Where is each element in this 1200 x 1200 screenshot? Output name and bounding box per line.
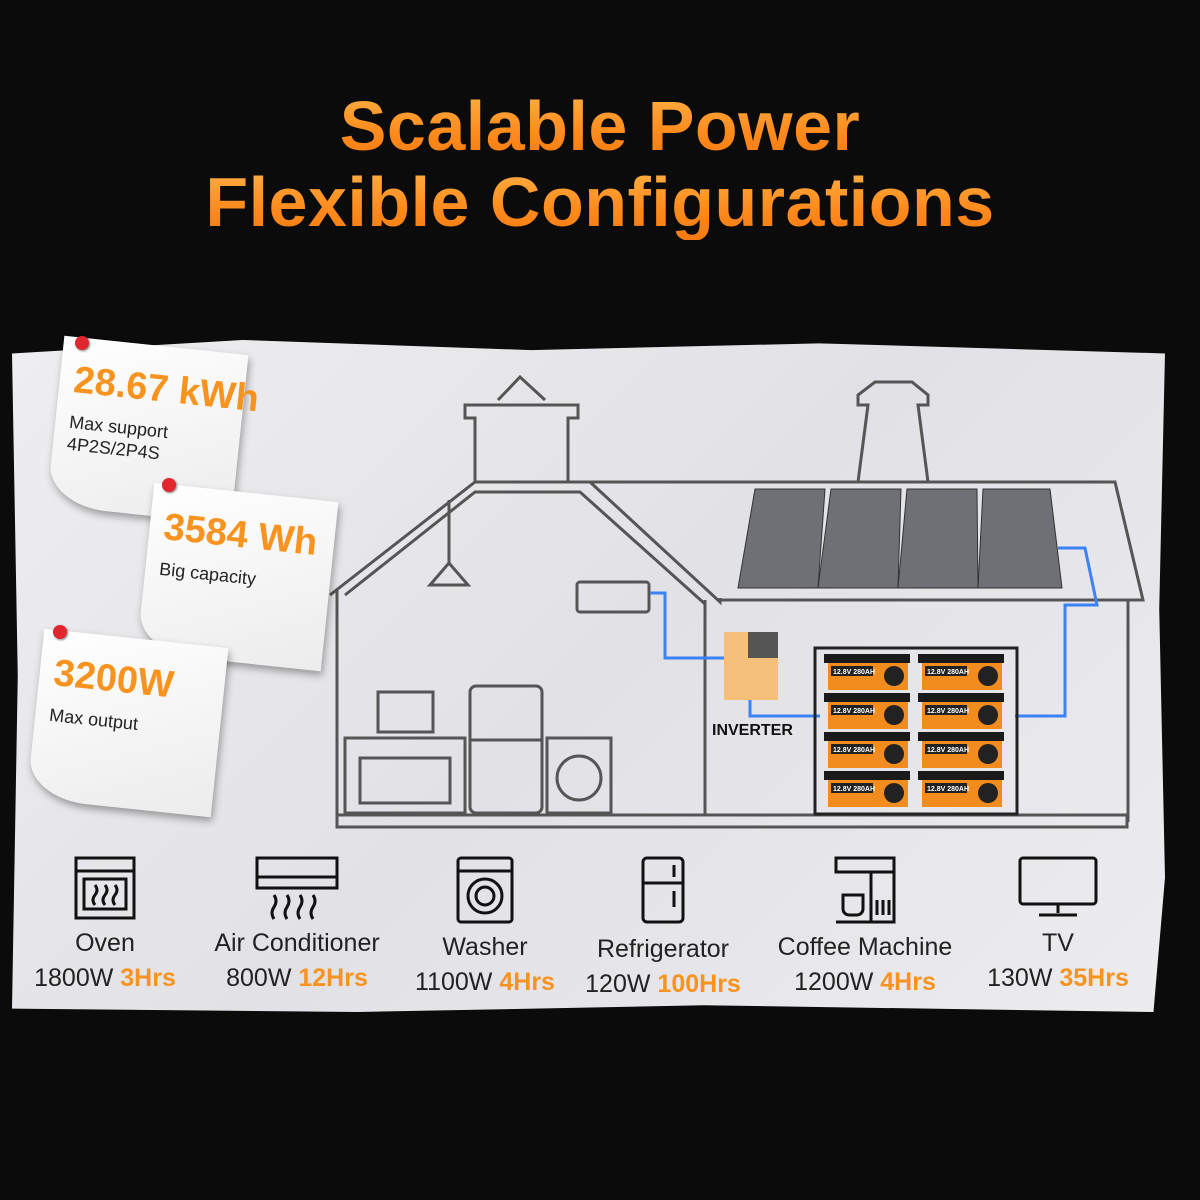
battery-label: 12.8V 280AH (833, 747, 875, 754)
battery-label: 12.8V 280AH (833, 669, 875, 676)
battery-label: 12.8V 280AH (927, 669, 969, 676)
appliance-runtime: 1100W 4Hrs (415, 968, 555, 996)
battery-rack (813, 646, 1019, 816)
inverter-label: INVERTER (712, 722, 793, 739)
pin-icon (53, 625, 67, 639)
battery-label: 12.8V 280AH (833, 786, 875, 793)
appliance-runtime: 1200W 4Hrs (794, 968, 936, 996)
appliance-washer: Washer 1100W 4Hrs (385, 855, 585, 997)
headline-line-1: Scalable Power (0, 88, 1200, 164)
note-caption: Big capacity (158, 558, 258, 589)
battery-module: 12.8V 280AH (824, 693, 910, 729)
pin-icon (75, 336, 89, 350)
battery-label: 12.8V 280AH (833, 708, 875, 715)
appliance-name: TV (1042, 929, 1074, 957)
battery-label: 12.8V 280AH (927, 708, 969, 715)
appliance-runtime: 800W 12Hrs (226, 964, 368, 992)
appliance-name: Coffee Machine (777, 933, 953, 961)
appliance-runtime: 1800W 3Hrs (34, 964, 176, 992)
oven-icon (74, 856, 136, 920)
appliance-coffee-machine: Coffee Machine 1200W 4Hrs (765, 855, 965, 997)
note-value: 3584 Wh (161, 506, 320, 565)
appliance-tv: TV 130W 35Hrs (958, 855, 1158, 993)
appliance-oven: Oven 1800W 3Hrs (5, 855, 205, 993)
headline-line-2: Flexible Configurations (0, 164, 1200, 240)
coffee-machine-icon (834, 856, 896, 924)
note-value: 3200W (51, 652, 176, 707)
battery-module: 12.8V 280AH (918, 693, 1004, 729)
battery-module: 12.8V 280AH (918, 654, 1004, 690)
battery-module: 12.8V 280AH (824, 771, 910, 807)
battery-module: 12.8V 280AH (918, 732, 1004, 768)
battery-module: 12.8V 280AH (824, 732, 910, 768)
note-caption: Max output (48, 704, 140, 735)
washer-icon (456, 856, 514, 924)
appliance-name: Washer (442, 933, 528, 961)
appliance-runtime: 120W 100Hrs (585, 970, 741, 998)
battery-module: 12.8V 280AH (918, 771, 1004, 807)
note-output: 3200W Max output (26, 628, 229, 818)
appliance-air-conditioner: Air Conditioner 800W 12Hrs (197, 855, 397, 993)
appliance-name: Refrigerator (597, 935, 729, 963)
appliance-name: Oven (75, 929, 135, 957)
refrigerator-icon (641, 856, 685, 924)
note-value: 28.67 kWh (71, 359, 261, 421)
battery-label: 12.8V 280AH (927, 786, 969, 793)
tv-icon (1018, 856, 1098, 917)
air-conditioner-icon (255, 856, 339, 920)
appliance-name: Air Conditioner (214, 929, 380, 957)
battery-label: 12.8V 280AH (927, 747, 969, 754)
pin-icon (162, 478, 176, 492)
appliance-runtime: 130W 35Hrs (987, 964, 1129, 992)
battery-module: 12.8V 280AH (824, 654, 910, 690)
appliance-refrigerator: Refrigerator 120W 100Hrs (563, 855, 763, 999)
